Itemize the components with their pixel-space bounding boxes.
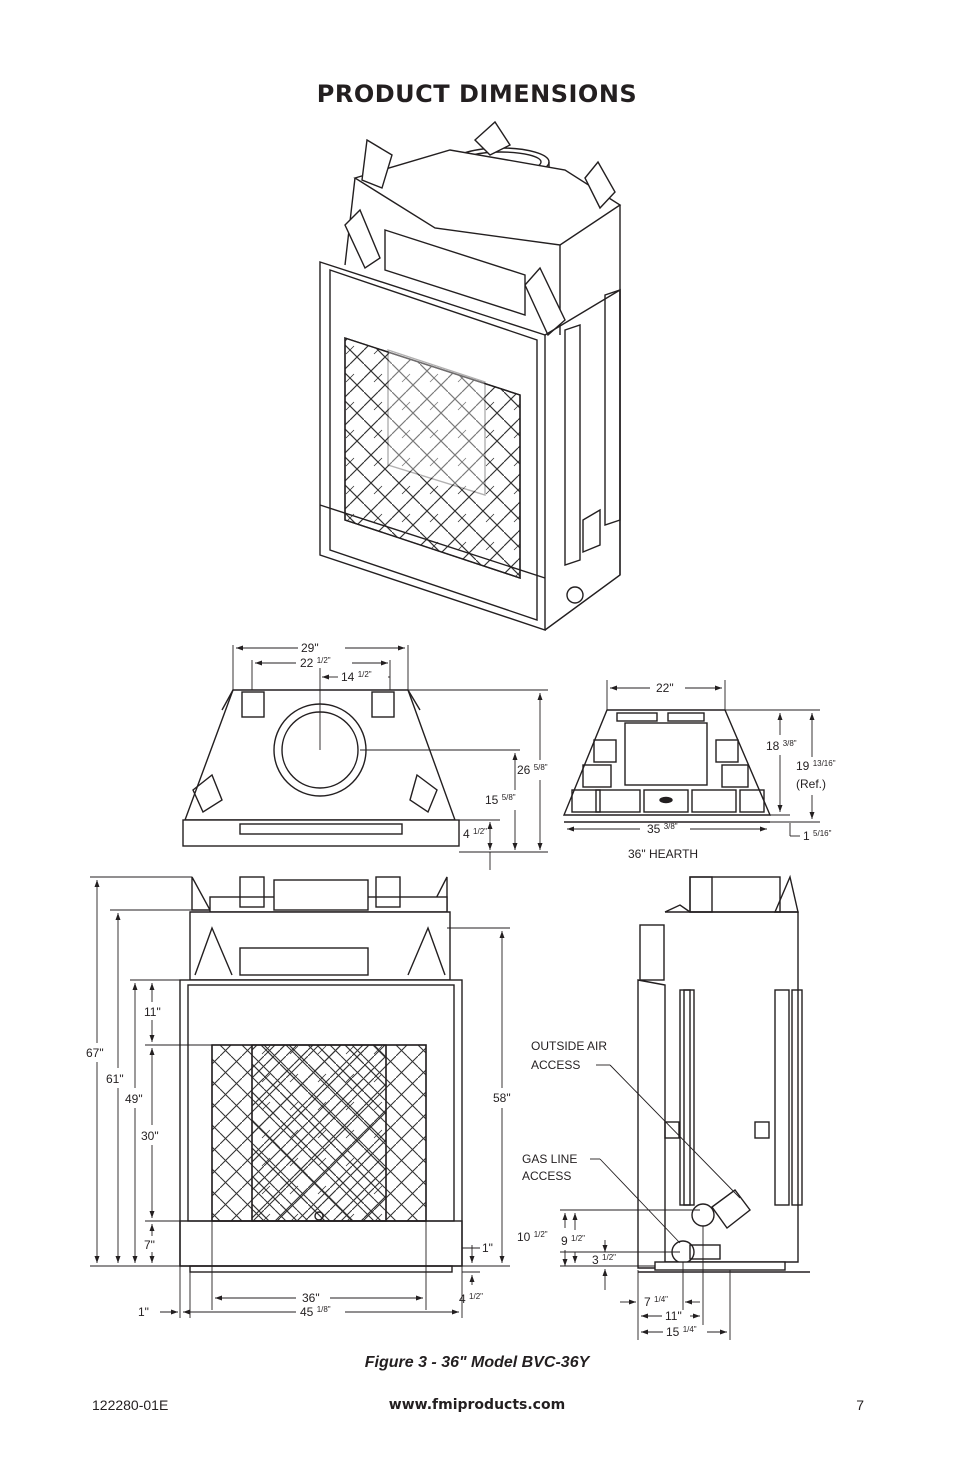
top-view-dimension-lines [232, 645, 548, 870]
dim-15-5-8: 15 5/8" [485, 793, 516, 807]
part-number: 122280-01E [92, 1397, 169, 1413]
dim-29: 29" [301, 641, 319, 655]
dim-22-half: 22 1/2" [300, 656, 331, 670]
dim-67: 67" [86, 1046, 104, 1060]
dim-1-left: 1" [138, 1305, 149, 1319]
dim-49: 49" [125, 1092, 143, 1106]
dim-36: 36" [302, 1291, 320, 1305]
dim-7: 7" [144, 1238, 155, 1252]
dim-10-half: 10 1/2" [517, 1230, 548, 1244]
front-view [179, 876, 463, 1273]
dim-61: 61" [106, 1072, 124, 1086]
dim-11-side: 11" [665, 1309, 682, 1323]
dim-14-half: 14 1/2" [341, 670, 372, 684]
label-gas-line: GAS LINE [522, 1152, 577, 1166]
dim-1-right: 1" [482, 1241, 493, 1255]
side-view [637, 874, 810, 1273]
front-dimension-lines [90, 876, 510, 1318]
side-dimension-lines [560, 1064, 741, 1340]
page-number: 7 [856, 1397, 864, 1413]
dim-45-1-8: 45 1/8" [300, 1305, 331, 1319]
dimension-labels: 29" 22 1/2" 14 1/2" 26 5/8" 15 5/8" 4 1/… [86, 641, 836, 1339]
dim-19-13-16: 19 13/16" [796, 759, 836, 773]
label-outside-air-access: ACCESS [531, 1058, 580, 1072]
dim-7-1-4: 7 1/4" [644, 1295, 668, 1309]
isometric-view [319, 120, 622, 631]
hearth-dimension-lines [567, 680, 820, 837]
dim-26-5-8: 26 5/8" [517, 763, 548, 777]
dim-22: 22" [656, 681, 674, 695]
top-view [182, 689, 460, 847]
dim-3-half: 3 1/2" [592, 1253, 616, 1267]
dim-35-3-8: 35 3/8" [647, 822, 678, 836]
website-link[interactable]: www.fmiproducts.com [388, 1397, 566, 1413]
dim-9-half: 9 1/2" [561, 1234, 585, 1248]
dim-4-half-front: 4 1/2" [459, 1292, 483, 1306]
dim-30: 30" [141, 1129, 159, 1143]
dim-11-front: 11" [144, 1005, 161, 1019]
dim-18-3-8: 18 3/8" [766, 739, 797, 753]
dim-15-1-4: 15 1/4" [666, 1325, 697, 1339]
dim-58: 58" [493, 1091, 511, 1105]
label-outside-air: OUTSIDE AIR [531, 1039, 607, 1053]
hearth-label: 36" HEARTH [628, 847, 698, 861]
dim-1-5-16: 1 5/16" [803, 829, 832, 843]
hearth-view [562, 709, 772, 823]
label-gas-line-access: ACCESS [522, 1169, 571, 1183]
figure-caption: Figure 3 - 36" Model BVC-36Y [364, 1354, 590, 1371]
dim-4-half-top: 4 1/2" [463, 827, 487, 841]
page-title: PRODUCT DIMENSIONS [316, 80, 638, 108]
dim-ref: (Ref.) [796, 777, 826, 791]
